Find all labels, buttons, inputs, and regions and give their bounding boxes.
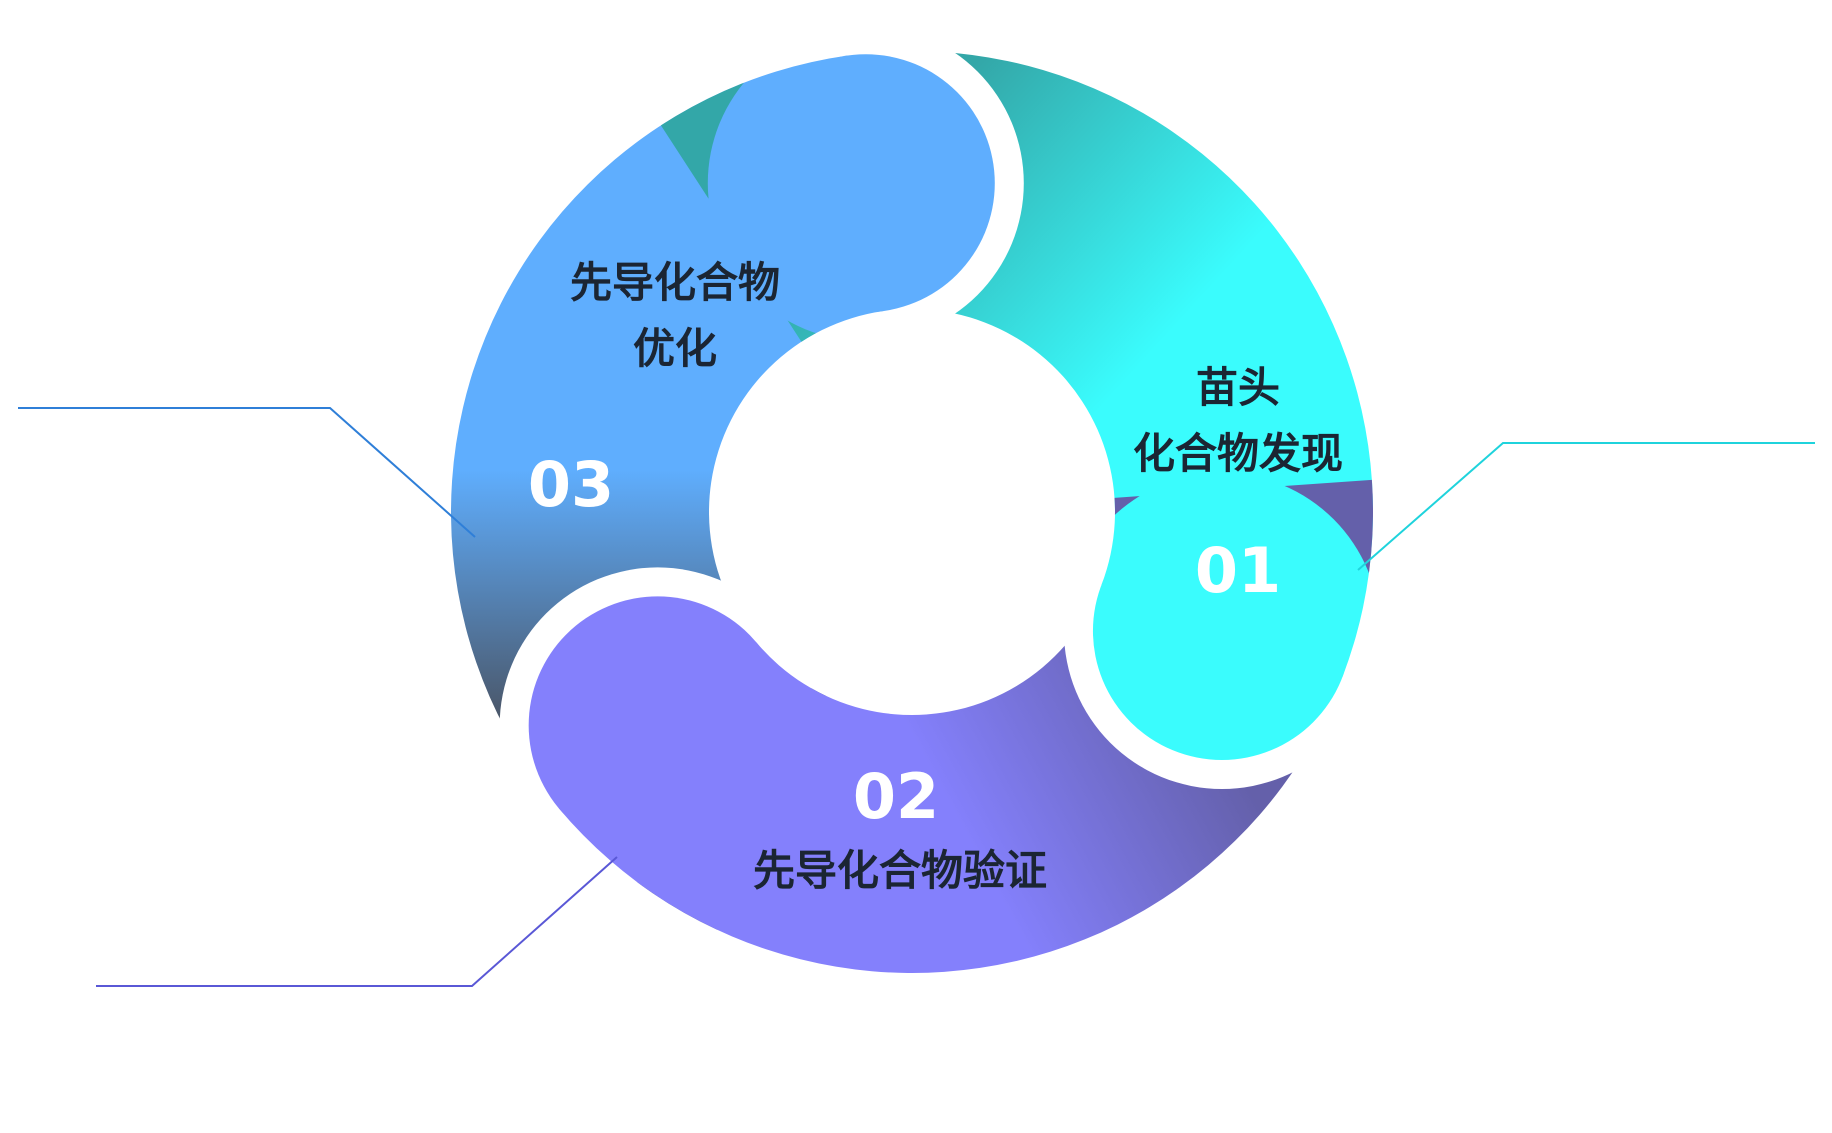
stage-1-title-line-1: 苗头 bbox=[1195, 363, 1280, 412]
stage-3-title-line-2: 优化 bbox=[632, 324, 717, 373]
stage-1-title: 苗头 化合物发现 bbox=[1108, 355, 1368, 487]
stage-1-leader-line bbox=[1357, 442, 1815, 571]
stage-2-title: 先导化合物验证 bbox=[720, 838, 1080, 904]
stage-2-number: 02 bbox=[852, 760, 940, 833]
stage-3-title-line-1: 先导化合物 bbox=[569, 258, 780, 307]
stage-1-title-line-2: 化合物发现 bbox=[1132, 429, 1343, 478]
stage-2-title-line-1: 先导化合物验证 bbox=[752, 846, 1047, 895]
stage-2-arc[interactable] bbox=[558, 479, 1373, 974]
stage-3-title: 先导化合物 优化 bbox=[540, 250, 810, 382]
stage-2-segment[interactable] bbox=[528, 479, 1373, 974]
stage-2-head[interactable] bbox=[528, 596, 787, 855]
stage-1-number: 01 bbox=[1194, 534, 1282, 607]
stage-3-number: 03 bbox=[527, 448, 615, 521]
stage-3-leader-line bbox=[18, 407, 476, 538]
stage-2-leader-line bbox=[96, 856, 618, 987]
